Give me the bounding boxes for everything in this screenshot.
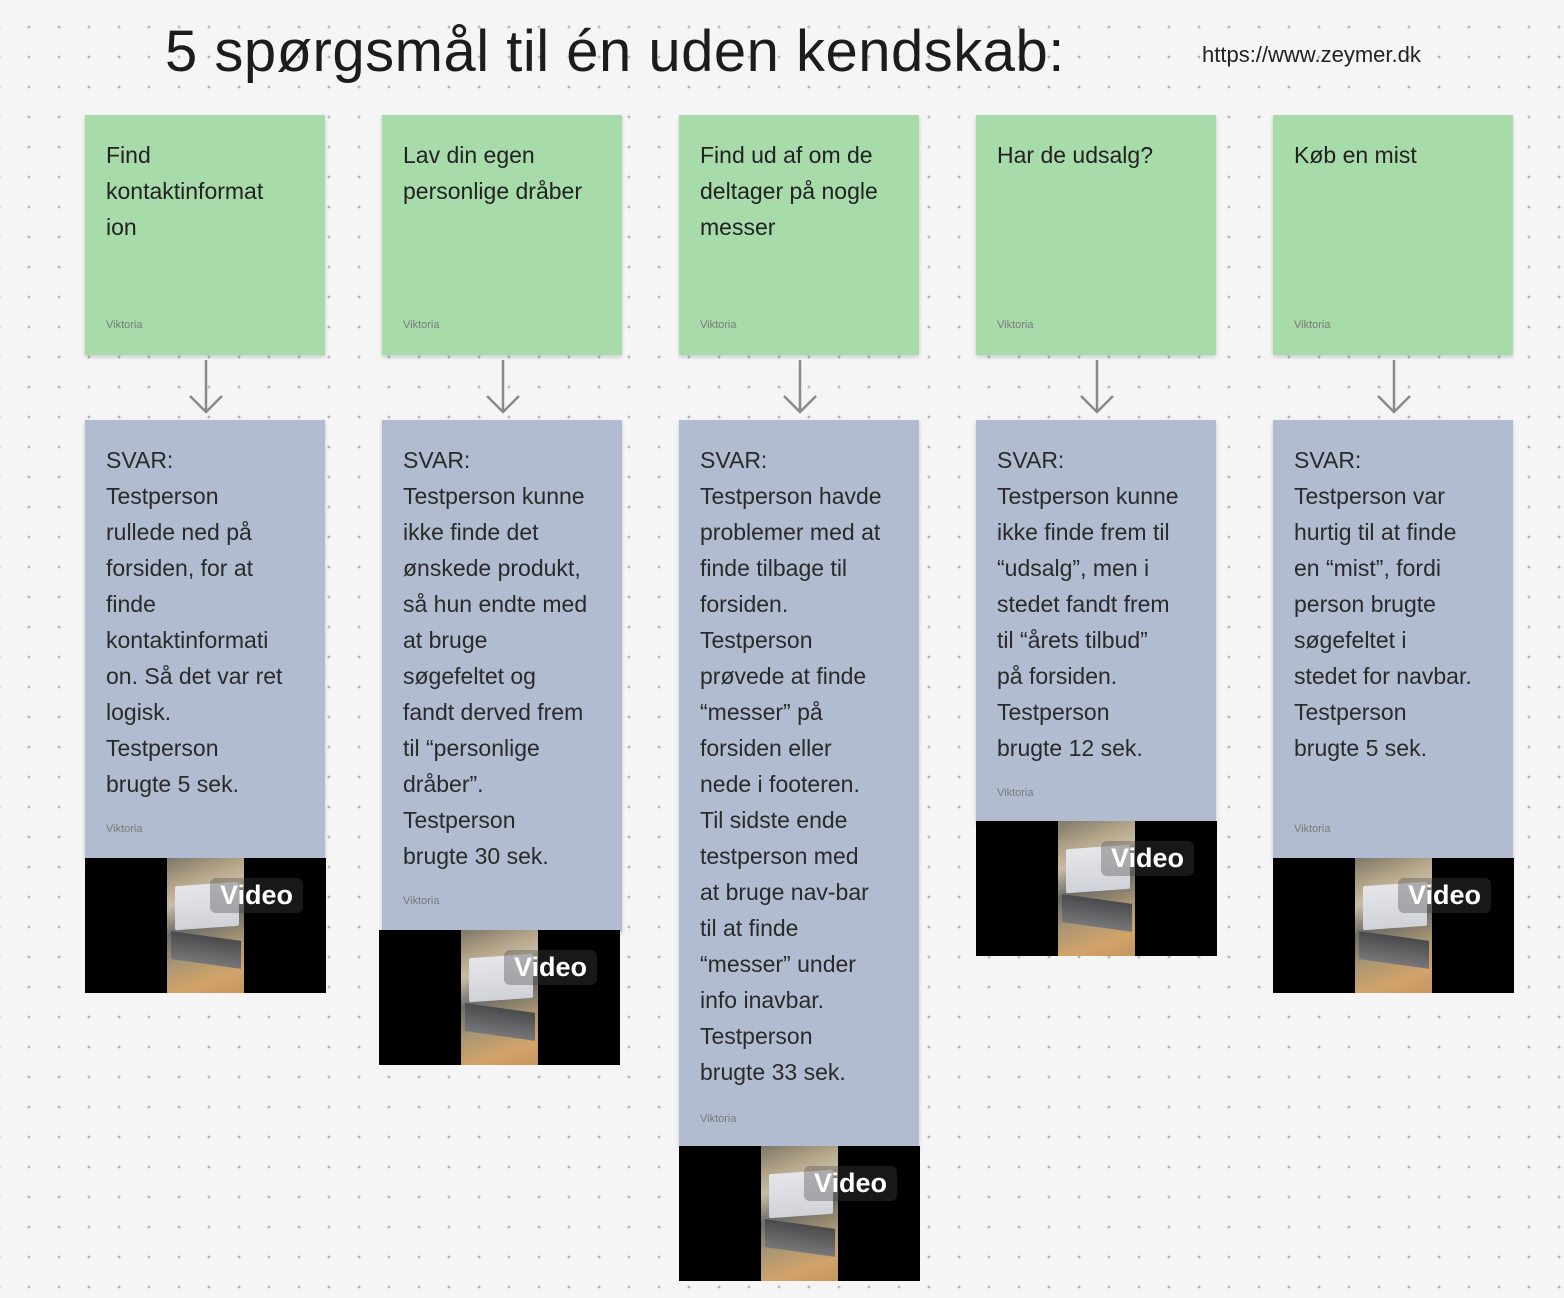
answer-sticky-3[interactable]: SVAR: Testperson havde problemer med at …	[679, 420, 919, 1148]
question-sticky-2[interactable]: Lav din egen personlige dråber Viktoria	[382, 115, 622, 355]
video-thumbnail	[1058, 821, 1135, 956]
arrow-down-icon	[189, 360, 223, 414]
sticky-author: Viktoria	[997, 787, 1034, 799]
sticky-author: Viktoria	[1294, 319, 1331, 331]
question-sticky-4[interactable]: Har de udsalg? Viktoria	[976, 115, 1216, 355]
video-label: Video	[804, 1166, 898, 1201]
question-sticky-5[interactable]: Køb en mist Viktoria	[1273, 115, 1513, 355]
board-title: 5 spørgsmål til én uden kendskab:	[165, 19, 1065, 84]
arrow-down-icon	[1377, 360, 1411, 414]
video-label: Video	[1101, 841, 1195, 876]
sticky-author: Viktoria	[403, 319, 440, 331]
video-embed-4[interactable]: Video	[976, 821, 1217, 956]
question-text: Find ud af om de deltager på nogle messe…	[700, 142, 878, 240]
question-text: Har de udsalg?	[997, 142, 1153, 168]
answer-text: SVAR: Testperson havde problemer med at …	[700, 447, 882, 1085]
arrow-down-icon	[486, 360, 520, 414]
video-embed-5[interactable]: Video	[1273, 858, 1514, 993]
answer-text: SVAR: Testperson rullede ned på forsiden…	[106, 447, 283, 797]
sticky-author: Viktoria	[106, 319, 143, 331]
arrow-down-icon	[783, 360, 817, 414]
question-text: Køb en mist	[1294, 142, 1417, 168]
answer-sticky-2[interactable]: SVAR: Testperson kunne ikke finde det øn…	[382, 420, 622, 932]
sticky-author: Viktoria	[700, 319, 737, 331]
sticky-author: Viktoria	[1294, 823, 1331, 835]
video-embed-3[interactable]: Video	[679, 1146, 920, 1281]
answer-text: SVAR: Testperson var hurtig til at finde…	[1294, 447, 1472, 761]
answer-sticky-1[interactable]: SVAR: Testperson rullede ned på forsiden…	[85, 420, 325, 860]
sticky-author: Viktoria	[403, 895, 440, 907]
answer-text: SVAR: Testperson kunne ikke finde frem t…	[997, 447, 1179, 761]
question-text: Find kontaktinformat ion	[106, 142, 264, 240]
sticky-author: Viktoria	[997, 319, 1034, 331]
video-label: Video	[210, 878, 304, 913]
video-thumbnail	[761, 1146, 838, 1281]
answer-sticky-5[interactable]: SVAR: Testperson var hurtig til at finde…	[1273, 420, 1513, 860]
video-label: Video	[1398, 878, 1492, 913]
video-embed-2[interactable]: Video	[379, 930, 620, 1065]
answer-sticky-4[interactable]: SVAR: Testperson kunne ikke finde frem t…	[976, 420, 1216, 823]
question-text: Lav din egen personlige dråber	[403, 142, 583, 204]
sticky-author: Viktoria	[700, 1113, 737, 1125]
video-label: Video	[504, 950, 598, 985]
question-sticky-1[interactable]: Find kontaktinformat ion Viktoria	[85, 115, 325, 355]
video-thumbnail	[167, 858, 244, 993]
website-url: https://www.zeymer.dk	[1202, 42, 1421, 67]
sticky-author: Viktoria	[106, 823, 143, 835]
question-sticky-3[interactable]: Find ud af om de deltager på nogle messe…	[679, 115, 919, 355]
video-thumbnail	[1355, 858, 1432, 993]
arrow-down-icon	[1080, 360, 1114, 414]
video-embed-1[interactable]: Video	[85, 858, 326, 993]
video-thumbnail	[461, 930, 538, 1065]
answer-text: SVAR: Testperson kunne ikke finde det øn…	[403, 447, 588, 869]
